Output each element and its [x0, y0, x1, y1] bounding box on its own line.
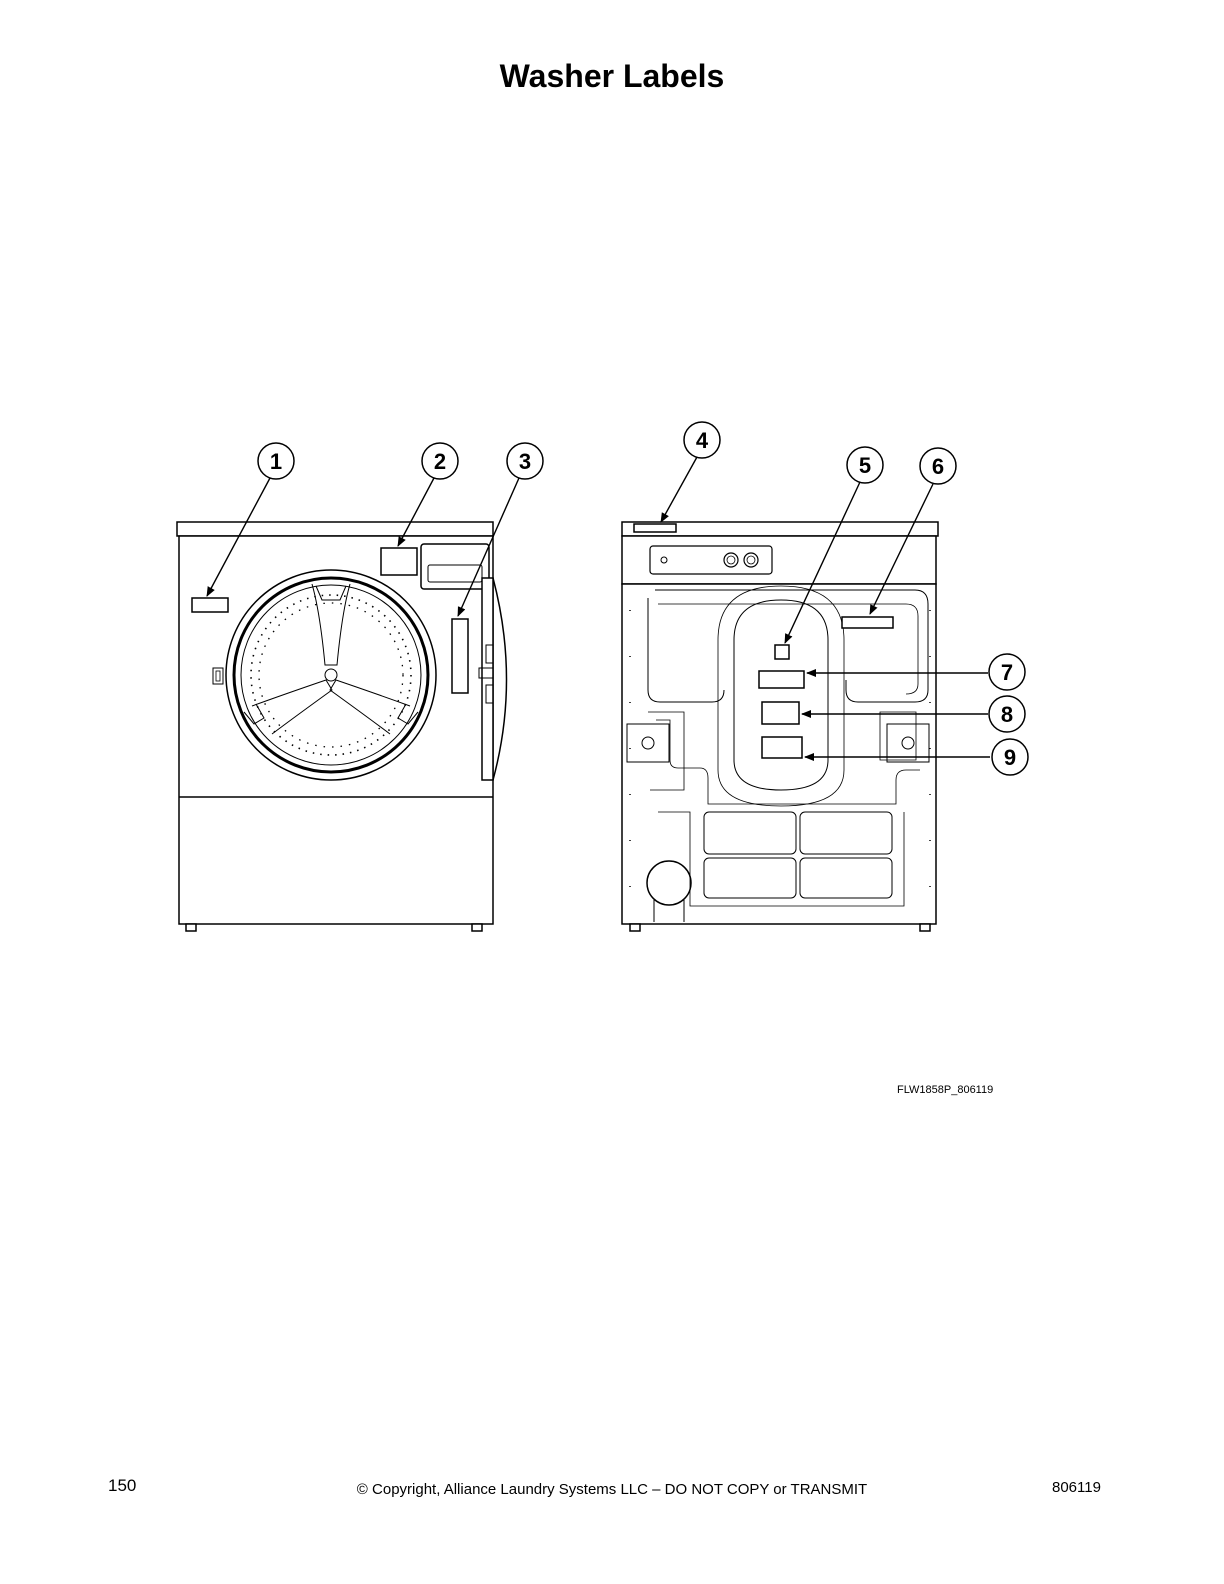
callout-2: 2: [421, 442, 459, 480]
callout-5: 5: [846, 446, 884, 484]
rear-label-5: [774, 644, 790, 660]
washer-front-view: [176, 521, 508, 932]
front-label-1: [191, 597, 229, 613]
callout-1: 1: [257, 442, 295, 480]
svg-text:4: 4: [696, 428, 709, 453]
callout-7: 7: [988, 653, 1026, 691]
rear-label-9: [761, 736, 803, 759]
callout-bubbles: 1 2 3 4 5 6 7 8: [257, 421, 1029, 776]
rear-label-4: [633, 523, 677, 533]
front-label-2: [380, 547, 418, 576]
figure-id: FLW1858P_806119: [897, 1084, 994, 1096]
copyright-notice: © Copyright, Alliance Laundry Systems LL…: [356, 1481, 868, 1498]
svg-text:7: 7: [1001, 660, 1013, 685]
page-title: Washer Labels: [499, 58, 725, 94]
svg-text:1: 1: [270, 449, 282, 474]
washer-rear-view: [621, 521, 939, 932]
callout-leaders: [206, 456, 990, 761]
dispenser-drawer: [420, 543, 490, 590]
svg-text:9: 9: [1004, 745, 1016, 770]
document-number: 806119: [1052, 1479, 1101, 1496]
svg-text:8: 8: [1001, 702, 1013, 727]
callout-3: 3: [506, 442, 544, 480]
svg-text:6: 6: [932, 454, 944, 479]
rear-label-6: [841, 616, 894, 629]
svg-text:2: 2: [434, 449, 446, 474]
rear-label-8: [761, 701, 800, 725]
svg-text:5: 5: [859, 453, 871, 478]
callout-4: 4: [683, 421, 721, 459]
callout-6: 6: [919, 447, 957, 485]
rear-label-7: [758, 670, 805, 689]
page-number: 150: [108, 1476, 137, 1495]
svg-text:3: 3: [519, 449, 531, 474]
front-label-3: [451, 618, 469, 694]
callout-9: 9: [991, 738, 1029, 776]
callout-8: 8: [988, 695, 1026, 733]
